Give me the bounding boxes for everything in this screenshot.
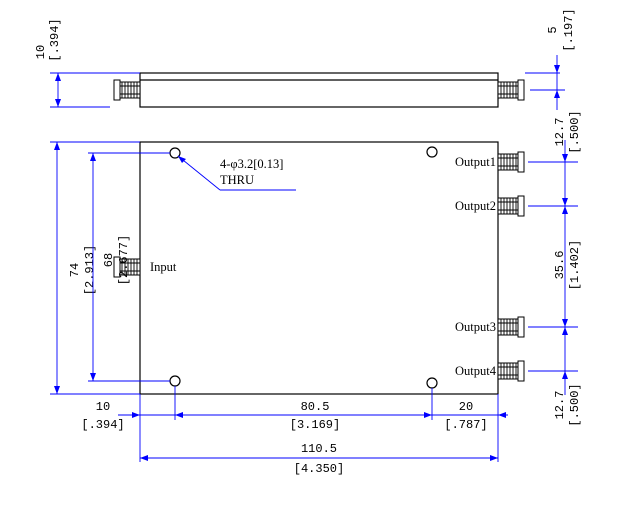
dim-height-total-mm: 74 — [68, 263, 82, 277]
dim-out-pitch-mid-mm: 35.6 — [553, 251, 567, 280]
output3-connector — [497, 316, 525, 338]
dim-height-holes-mm: 68 — [102, 253, 116, 267]
dim-length-total-in: [4.350] — [294, 462, 344, 476]
mount-hole-top-right — [426, 146, 438, 158]
dim-output-pitch: 12.7 [.500] 35.6 [1.402] 12.7 [.500] — [528, 110, 582, 427]
mount-hole-bottom-left — [169, 375, 181, 387]
dim-height-total-in: [2.913] — [83, 245, 97, 295]
dim-side-offset-in: [.197] — [562, 8, 576, 51]
dim-height-total: 74 [2.913] — [50, 141, 140, 395]
dim-side-height-in: [.394] — [48, 18, 62, 61]
hole-callout-text: 4-φ3.2[0.13] — [220, 157, 283, 171]
dim-out-pitch-top-in: [.500] — [568, 110, 582, 153]
hole-callout-thru: THRU — [220, 173, 254, 187]
dim-hole-span-in: [3.169] — [290, 418, 340, 432]
dim-hole-right-in: [.787] — [444, 418, 487, 432]
output2-label: Output2 — [455, 199, 496, 213]
output4-connector — [497, 360, 525, 382]
dim-hole-left-mm: 10 — [96, 400, 110, 414]
top-view: Input Output1 Output2 Output3 Output4 — [113, 141, 525, 395]
dim-side-height-mm: 10 — [34, 45, 48, 59]
output2-connector — [497, 195, 525, 217]
dim-out-pitch-bot-mm: 12.7 — [553, 391, 567, 420]
top-view-body — [139, 141, 499, 395]
output3-label: Output3 — [455, 320, 496, 334]
dim-hole-span-mm: 80.5 — [301, 400, 330, 414]
dim-height-holes-in: [2.677] — [117, 235, 131, 285]
side-view-body — [139, 72, 499, 108]
hole-callout: 4-φ3.2[0.13] THRU — [177, 155, 296, 191]
dim-side-height: 10 [.394] — [34, 18, 140, 108]
dim-hole-left-in: [.394] — [81, 418, 124, 432]
output1-label: Output1 — [455, 155, 496, 169]
output1-connector — [497, 151, 525, 173]
side-view-input-connector — [113, 79, 141, 101]
dim-length-total-mm: 110.5 — [301, 442, 337, 456]
dim-side-offset: 5 [.197] — [525, 8, 576, 110]
dim-side-offset-mm: 5 — [546, 26, 560, 33]
dim-height-holes: 68 [2.677] — [88, 152, 170, 382]
dim-hole-spacing: 10 [.394] 80.5 [3.169] 20 [.787] — [81, 386, 508, 462]
dim-out-pitch-bot-in: [.500] — [568, 383, 582, 426]
side-view — [113, 72, 525, 108]
mount-hole-bottom-right — [426, 377, 438, 389]
dim-hole-right-mm: 20 — [459, 400, 473, 414]
side-view-output-connector — [497, 79, 525, 101]
dim-length-total: 110.5 [4.350] — [140, 442, 498, 476]
dim-out-pitch-top-mm: 12.7 — [553, 118, 567, 147]
output4-label: Output4 — [455, 364, 497, 378]
input-label: Input — [150, 260, 177, 274]
dim-out-pitch-mid-in: [1.402] — [568, 240, 582, 290]
